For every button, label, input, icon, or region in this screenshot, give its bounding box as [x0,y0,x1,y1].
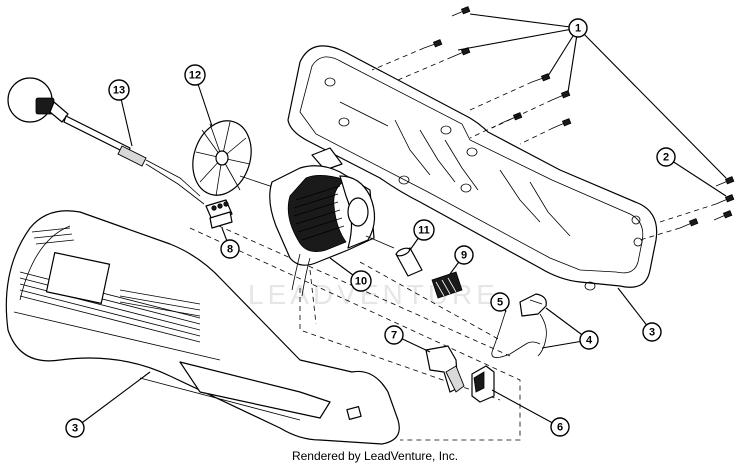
callout-circle [384,325,404,345]
switch-wire [491,309,541,358]
callout-circle [656,147,676,167]
callout-number: 3 [649,327,655,339]
callout-circle [550,417,570,437]
callout-11: 11 [413,219,435,241]
callout-9: 9 [454,245,474,265]
callout-4: 4 [579,330,599,350]
callout-circle [108,79,130,101]
callout-circle [350,270,372,292]
callout-circle [642,322,662,342]
callout-3-right: 3 [642,322,662,342]
callout-1: 1 [568,18,588,38]
callout-number: 4 [586,335,593,347]
callout-12: 12 [184,64,206,86]
callout-number: 3 [72,423,78,435]
callout-number: 13 [113,85,125,97]
block-part [471,365,495,403]
bracket [425,345,465,393]
callout-circle [65,418,85,438]
callout-number: 2 [663,152,669,164]
callout-number: 8 [227,244,233,256]
spring [431,271,463,299]
callout-2: 2 [656,147,676,167]
housing-half-right [287,45,658,291]
callout-circle [579,330,599,350]
trigger-switch [519,293,547,357]
callout-8: 8 [220,239,240,259]
shaft-sleeve [395,247,423,277]
callout-circle [184,64,206,86]
housing-half-left [5,210,400,445]
callout-13: 13 [108,79,130,101]
callout-3-left: 3 [65,418,85,438]
callout-5: 5 [490,292,510,312]
callout-10: 10 [350,270,372,292]
callout-7: 7 [384,325,404,345]
callout-number: 9 [461,250,467,262]
motor [239,165,395,297]
power-cord [7,77,205,205]
terminal-block [205,199,233,229]
callout-number: 5 [497,297,503,309]
rendered-by-credit: Rendered by LeadVenture, Inc. [291,449,459,463]
callout-number: 11 [418,225,430,237]
callout-circle [454,245,474,265]
callout-number: 6 [557,422,563,434]
callout-number: 10 [355,276,367,288]
fan [192,120,252,197]
callout-number: 7 [391,330,397,342]
callout-circle [220,239,240,259]
callout-circle [568,18,588,38]
watermark-text: LEADVENTURE [248,279,499,310]
callout-circle [413,219,435,241]
callout-number: 1 [575,23,581,35]
callout-number: 12 [189,70,201,82]
callout-6: 6 [550,417,570,437]
callout-circle [490,292,510,312]
screws-group [371,6,735,241]
